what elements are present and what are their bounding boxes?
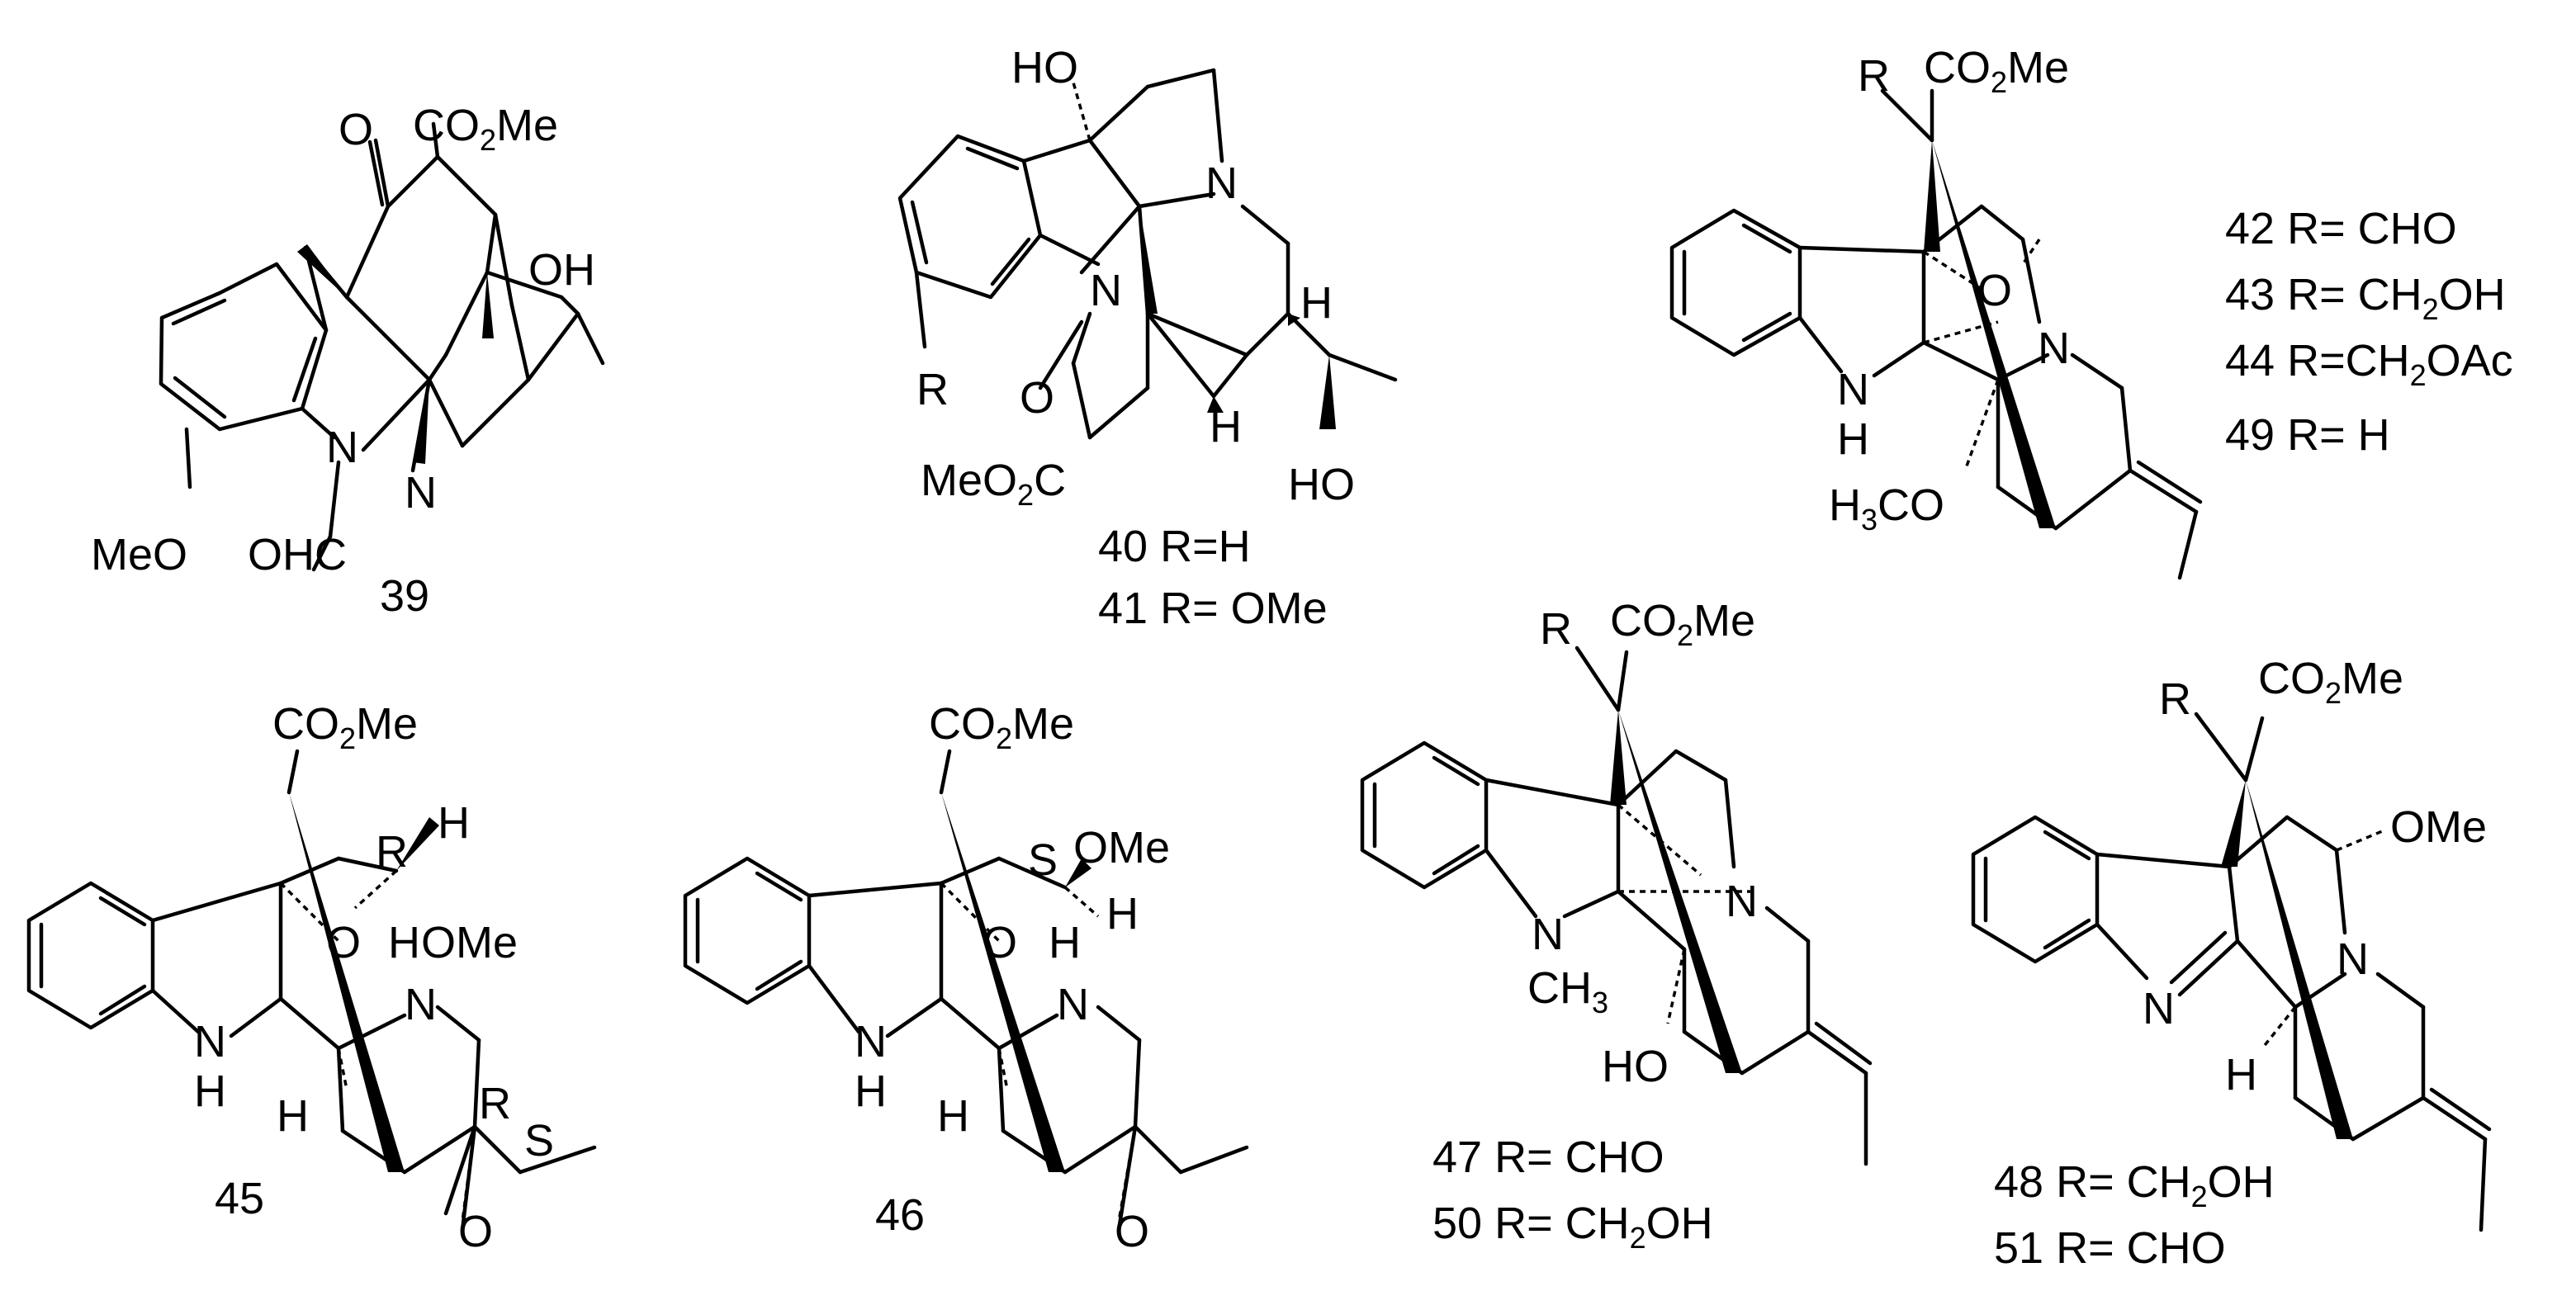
compound-47-variant: 47 R= CHO [1432,1133,1664,1182]
compound-48-methoxy-label: OMe [2390,802,2487,852]
compound-48-bonds [1971,712,2492,1232]
compound-50-variant: 50 R= CH2OH [1432,1199,1713,1255]
compound-39-indoline-n-label: N [326,423,358,472]
compound-40-variant: 40 R=H [1098,522,1251,571]
compound-49-variant: 49 R= H [2225,410,2390,460]
compound-48-amine-n-label: N [2337,934,2369,984]
compound-46-methoxy-label: OMe [1073,823,1170,872]
compound-46-s-label: S [1028,835,1058,885]
compound-48-variant: 48 R= CH2OH [1994,1157,2275,1213]
compound-45-methoxy-label: OMe [421,918,518,967]
compound-45-number: 45 [215,1174,264,1223]
compound-46-amine-n-label: N [1057,980,1089,1029]
compound-47-amine-n-label: N [1726,877,1758,926]
compound-45-h-label-2: H [388,918,420,967]
compound-39-ester-label: CO2Me [413,101,558,157]
compound-40-h-label-2: H [1210,402,1242,452]
compound-46-epoxide-o-label: O [1115,1207,1149,1256]
compound-39-oxo-label: O [339,105,373,154]
compound-45-epoxide-o-label: O [458,1207,493,1256]
compound-42-amine-n-label: N [2038,324,2070,373]
compound-46-number: 46 [875,1190,925,1240]
compound-41-variant: 41 R= OMe [1098,584,1328,633]
compound-39-hydroxyl-label: OH [528,245,595,295]
compound-44-variant: 44 R=CH2OAc [2225,336,2513,392]
compound-45-amine-n-label: N [405,980,437,1029]
compound-45-bonds [26,749,597,1232]
compound-48-ester-label: CO2Me [2258,654,2403,710]
compound-46-ether-o-label: O [983,918,1017,967]
compound-40-oxo-label: O [1020,373,1054,423]
compound-40-41: HO N N R O MeO2C H H HO 40 R=H 41 R= OMe [897,43,1398,633]
compound-43-variant: 43 R= CH2OH [2225,270,2506,326]
compound-46-h-label-1: H [1049,918,1081,967]
compound-45-ether-o-label: O [326,918,361,967]
compound-47-ester-label: CO2Me [1610,596,1755,652]
compound-42-indoline-nh-n-label: N [1837,365,1869,414]
compound-46-indoline-nh-h-label: H [855,1066,887,1116]
compound-39: O CO2Me OH N N MeO OHC 39 [91,101,605,621]
compound-40-41-bonds [897,68,1398,440]
compound-42-bonds [1669,88,2203,580]
compound-39-number: 39 [380,571,429,621]
compound-42-44-49: R CO2Me O N N H H3CO 42 R= CHO 43 R= CH2… [1669,43,2513,580]
compound-39-methoxy-label: MeO [91,530,187,579]
compound-45-r-label-1: R [376,827,408,877]
compound-39-amine-n-label: N [405,468,437,518]
compound-39-formyl-label: OHC [248,530,347,579]
compound-45-indoline-nh-h-label: H [194,1066,226,1116]
compound-48-r-label: R [2159,674,2191,724]
compound-40-amine-n-label: N [1205,158,1238,208]
compound-40-ester-label: MeO2C [921,456,1066,512]
compound-48-51: R CO2Me OMe N N H 48 R= CH2OH 51 R= CHO [1971,654,2492,1273]
compound-47-hydroxyl-label: HO [1602,1042,1669,1091]
compound-42-ether-o-label: O [1977,266,2012,315]
compound-39-bonds [159,121,605,572]
compound-47-methyl-label: CH3 [1527,963,1608,1019]
compound-42-methoxy-label: H3CO [1829,480,1944,537]
compound-42-r-label: R [1858,51,1890,101]
compound-51-variant: 51 R= CHO [1994,1223,2226,1273]
compound-47-indoline-n-label: N [1532,910,1564,959]
compound-42-variant: 42 R= CHO [2225,204,2457,253]
compound-42-indoline-nh-h-label: H [1837,414,1869,464]
compound-47-50: R CO2Me N N CH3 HO 47 R= CHO 50 R= CH2OH [1360,596,1873,1255]
compound-40-indole-n-label: N [1090,266,1122,315]
compound-46: CO2Me S OMe O H H N N H H O 46 [683,699,1249,1256]
compound-46-ester-label: CO2Me [929,699,1074,755]
compound-46-h-label-2: H [1106,889,1139,939]
compound-46-indoline-nh-n-label: N [855,1017,887,1066]
compound-46-h-label-3: H [937,1091,969,1141]
compound-40-side-hydroxyl-label: HO [1288,460,1355,509]
compound-45-indoline-nh-n-label: N [194,1017,226,1066]
compound-45-s-label: S [524,1116,554,1166]
compound-45-h-label-1: H [438,798,470,848]
compound-47-bonds [1360,646,1873,1166]
compound-46-bonds [683,749,1249,1232]
compound-40-h-label-1: H [1300,278,1333,328]
compound-47-r-label: R [1540,604,1572,654]
compound-48-indolenine-n-label: N [2143,984,2175,1033]
compound-45-ester-label: CO2Me [272,699,418,755]
compound-42-ester-label: CO2Me [1924,43,2069,99]
compound-45-h-label-3: H [277,1091,309,1141]
compound-45-r-label-2: R [479,1079,511,1128]
compound-40-r-label: R [916,365,949,414]
compound-40-hydroxyl-label: HO [1011,43,1078,92]
compound-48-h-label: H [2225,1050,2257,1099]
compound-45: CO2Me R H O H OMe N N H H R S O 45 [26,699,597,1256]
